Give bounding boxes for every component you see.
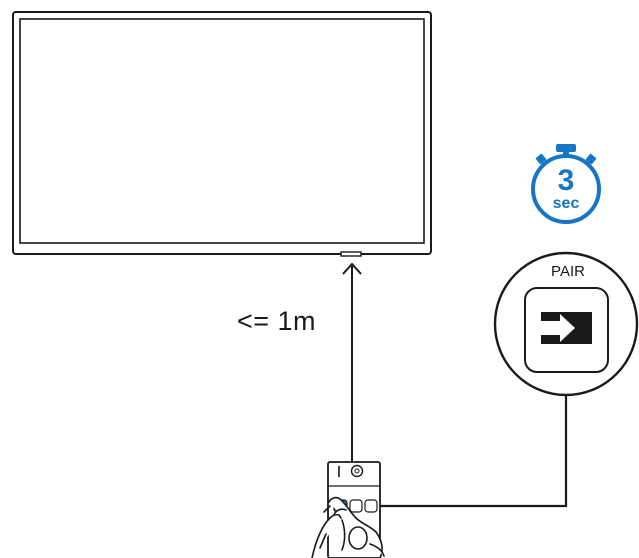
distance-label: <= 1m bbox=[237, 306, 317, 336]
stopwatch-face bbox=[531, 154, 601, 224]
remote-button bbox=[364, 499, 378, 513]
pair-button-outline bbox=[524, 287, 609, 373]
stopwatch-side-button bbox=[585, 153, 597, 165]
tv-ir-sensor bbox=[340, 251, 362, 257]
hand-icon bbox=[311, 496, 385, 558]
timer-unit: sec bbox=[553, 195, 580, 212]
timer-value: 3 bbox=[558, 164, 575, 197]
remote-button bbox=[349, 499, 363, 513]
enter-arrow-icon bbox=[541, 312, 592, 344]
stopwatch-icon: 3 sec bbox=[531, 144, 601, 224]
stopwatch-side-button bbox=[535, 153, 547, 165]
tv bbox=[12, 11, 432, 257]
callout-connector bbox=[380, 395, 568, 508]
pair-callout: PAIR bbox=[493, 251, 639, 397]
power-icon bbox=[350, 464, 364, 478]
stopwatch-stem bbox=[563, 150, 569, 157]
stopwatch-crown bbox=[556, 144, 576, 152]
distance-arrow bbox=[342, 262, 362, 462]
pair-label: PAIR bbox=[551, 263, 585, 280]
tv-screen bbox=[19, 18, 425, 244]
